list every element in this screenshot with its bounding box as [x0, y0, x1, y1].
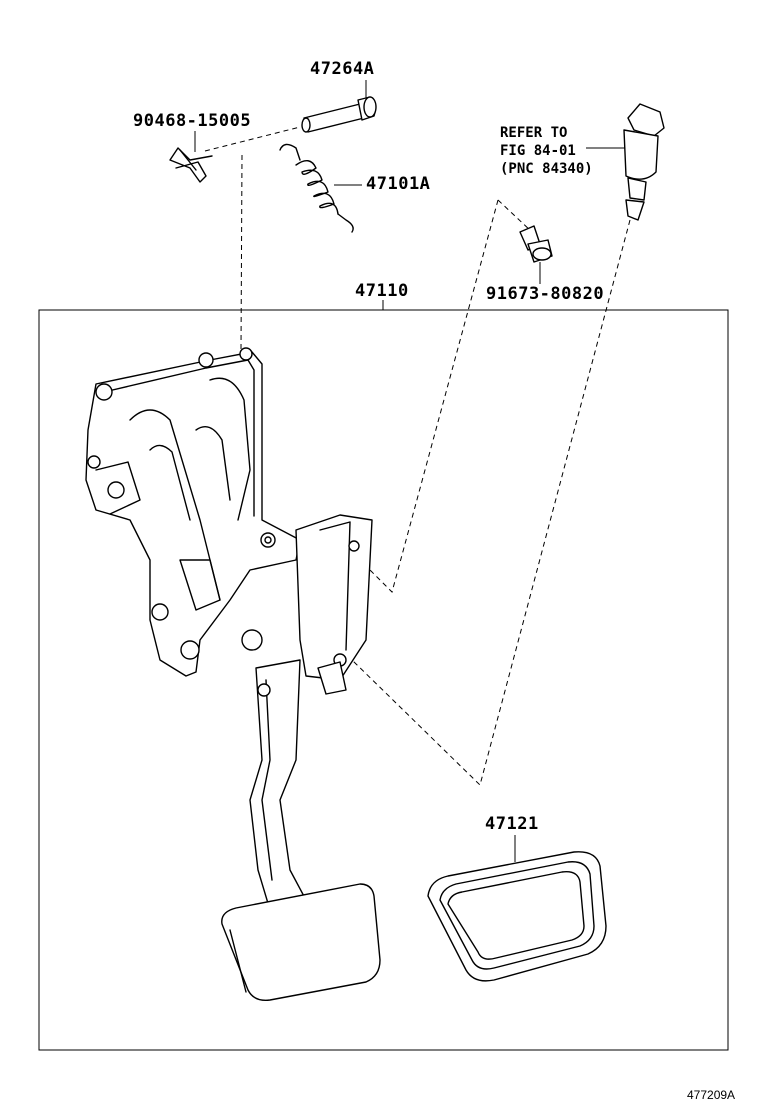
leader-lines: [194, 80, 625, 862]
label-pin: 47264A: [310, 59, 375, 79]
refer-line-3: (PNC 84340): [500, 161, 593, 177]
stop-lamp-switch: [623, 103, 665, 221]
label-spring: 47101A: [366, 174, 431, 194]
clip-90468-15005: [169, 147, 213, 183]
pin-47264A: [301, 96, 377, 133]
refer-line-2: FIG 84-01: [500, 143, 576, 159]
label-pad: 47121: [485, 814, 539, 834]
label-clip: 90468-15005: [133, 111, 252, 131]
pedal-pad-47121: [427, 851, 607, 982]
label-bolt: 91673-80820: [486, 284, 605, 304]
pedal-assembly-47110: [85, 347, 381, 1001]
label-assembly: 47110: [355, 281, 409, 301]
bolt-91673-80820: [519, 225, 553, 263]
figure-reference: 477209A: [687, 1088, 736, 1102]
spring-47101A: [279, 143, 354, 233]
refer-line-1: REFER TO: [500, 125, 568, 141]
